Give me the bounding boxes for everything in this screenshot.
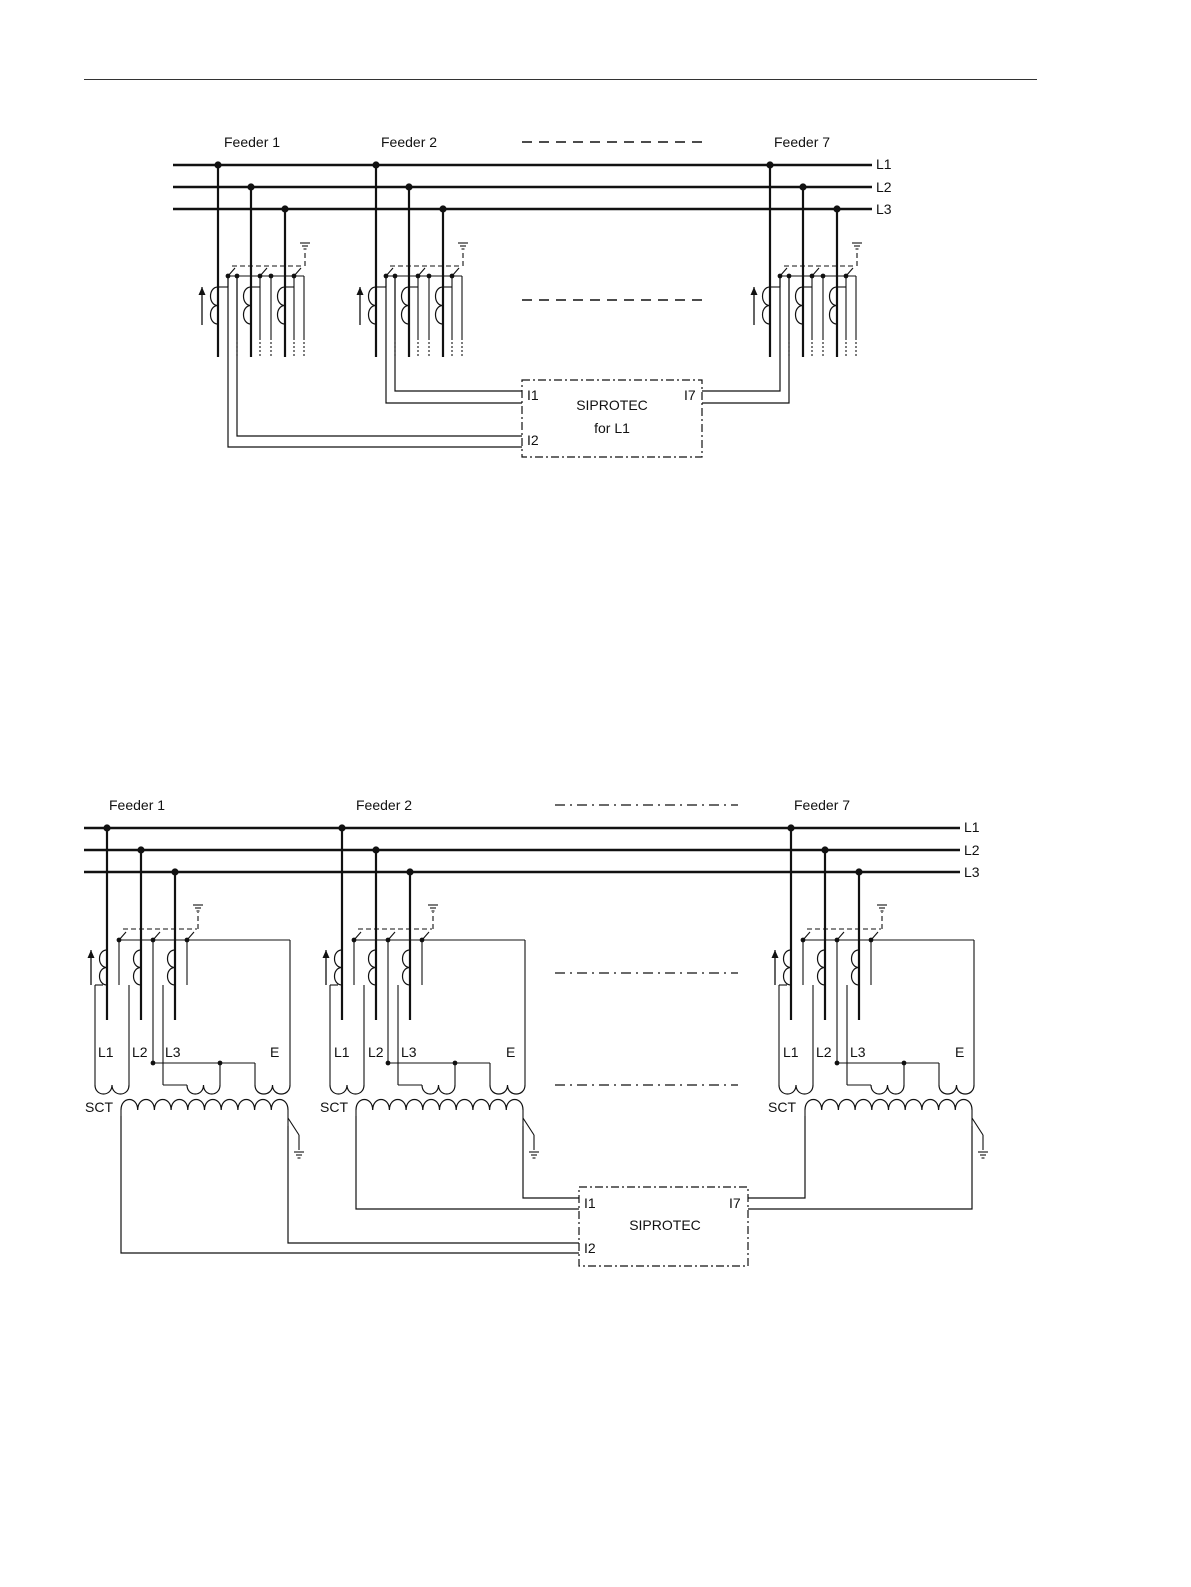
ct-coil xyxy=(134,950,142,985)
ct-short-switch xyxy=(119,932,126,940)
relay-title-2: SIPROTEC xyxy=(629,1217,701,1233)
feeder-1-label-2: Feeder 1 xyxy=(109,797,165,813)
ct-short-switch xyxy=(803,932,810,940)
ct-coil xyxy=(784,950,792,985)
sct-primary-l1 xyxy=(95,1085,129,1094)
sct-earth-switch xyxy=(288,1118,299,1135)
ct-short-switch xyxy=(837,932,844,940)
f7-sct-label: SCT xyxy=(768,1099,796,1115)
sct-primary-l3 xyxy=(187,1085,220,1094)
sct-primary-e xyxy=(490,1085,525,1094)
f2-ct-l2-label: L2 xyxy=(368,1044,384,1060)
terminal-dot xyxy=(151,1061,156,1066)
f1-sct-to-i2 xyxy=(121,1116,579,1253)
f1-sct-label: SCT xyxy=(85,1099,113,1115)
ct-short-switch xyxy=(871,932,878,940)
f7-ct-l2-label: L2 xyxy=(816,1044,832,1060)
feeder-7-label-2: Feeder 7 xyxy=(794,797,850,813)
ct-short-switch xyxy=(388,932,395,940)
ct-short-switch xyxy=(153,932,160,940)
f1-ct-l3-label: L3 xyxy=(165,1044,181,1060)
sct-primary-e xyxy=(255,1085,290,1094)
terminal-dot xyxy=(386,1061,391,1066)
sct-primary-l1 xyxy=(330,1085,364,1094)
f2-ct-l1-label: L1 xyxy=(334,1044,350,1060)
current-arrow xyxy=(88,950,95,958)
d2-wiring xyxy=(84,805,988,1266)
busbar-l3-label-2: L3 xyxy=(964,864,980,880)
relay-input-i7-2: I7 xyxy=(729,1195,741,1211)
sct-primary-l3 xyxy=(871,1085,904,1094)
f7-sct-to-i7 xyxy=(748,1116,805,1198)
ct-short-switch xyxy=(422,932,429,940)
terminal-dot xyxy=(835,1061,840,1066)
ct-coil xyxy=(818,950,826,985)
sct-primary-l3 xyxy=(422,1085,455,1094)
terminal-dot xyxy=(218,1061,223,1066)
f2-sct-to-i1-return xyxy=(523,1126,579,1198)
busbar-l1-label-2: L1 xyxy=(964,819,980,835)
ct-coil xyxy=(168,950,176,985)
f1-ct-e-label: E xyxy=(270,1044,279,1060)
ct-coil xyxy=(100,950,108,985)
sct-secondary-coil xyxy=(121,1100,288,1111)
f7-sct-to-i7-return xyxy=(748,1126,972,1209)
relay-input-i2-2: I2 xyxy=(584,1240,596,1256)
f7-ct-l1-label: L1 xyxy=(783,1044,799,1060)
f1-ct-l1-label: L1 xyxy=(98,1044,114,1060)
feeder-2-label-2: Feeder 2 xyxy=(356,797,412,813)
sct-earth-switch xyxy=(523,1118,534,1135)
sct-secondary-coil xyxy=(805,1100,972,1111)
f1-ct-l2-label: L2 xyxy=(132,1044,148,1060)
f7-ct-l3-label: L3 xyxy=(850,1044,866,1060)
f2-sct-label: SCT xyxy=(320,1099,348,1115)
sct-primary-l1 xyxy=(779,1085,813,1094)
terminal-dot xyxy=(902,1061,907,1066)
relay-input-i1-2: I1 xyxy=(584,1195,596,1211)
busbar-l2-label-2: L2 xyxy=(964,842,980,858)
current-arrow xyxy=(323,950,330,958)
ct-short-switch xyxy=(187,932,194,940)
ct-coil xyxy=(369,950,377,985)
ct-coil xyxy=(335,950,343,985)
f2-ct-e-label: E xyxy=(506,1044,515,1060)
sct-earth-switch xyxy=(972,1118,983,1135)
sct-secondary-coil xyxy=(356,1100,523,1111)
f2-sct-to-i1 xyxy=(356,1116,579,1209)
ct-short-switch xyxy=(354,932,361,940)
f7-ct-e-label: E xyxy=(955,1044,964,1060)
current-arrow xyxy=(772,950,779,958)
ct-coil xyxy=(852,950,860,985)
sct-primary-e xyxy=(939,1085,974,1094)
f2-ct-l3-label: L3 xyxy=(401,1044,417,1060)
ct-coil xyxy=(403,950,411,985)
f1-sct-to-i2-return xyxy=(288,1126,579,1243)
terminal-dot xyxy=(453,1061,458,1066)
